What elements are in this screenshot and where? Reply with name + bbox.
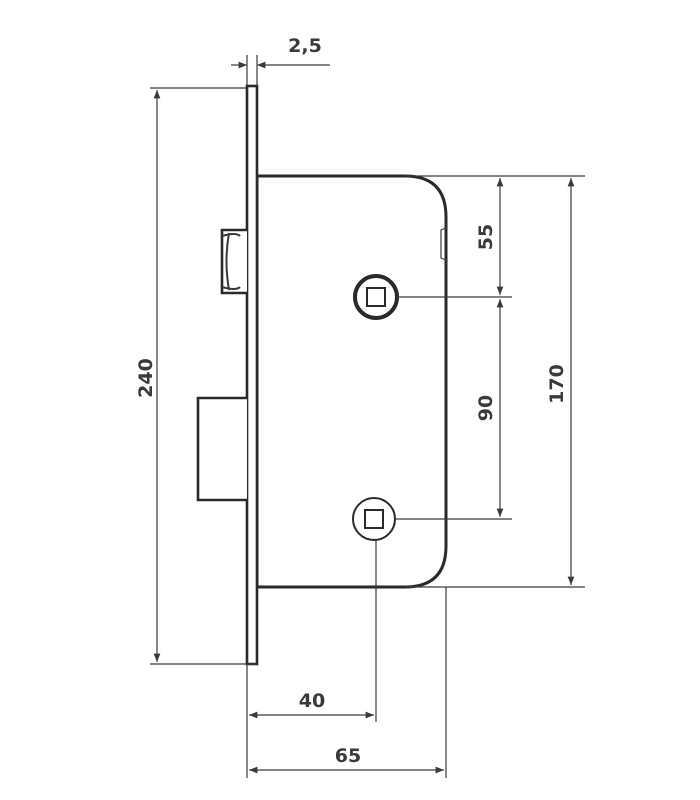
dimension-case-height: 170	[546, 178, 575, 585]
dimension-faceplate-thickness: 2,5	[231, 35, 330, 69]
cylinder-hole-bottom	[352, 497, 396, 541]
faceplate	[245, 84, 259, 666]
dimension-spindle-spacing: 90	[475, 299, 504, 517]
latch-bolt	[220, 228, 247, 295]
extension-lines	[150, 55, 585, 778]
dimension-backset: 40	[248, 690, 374, 719]
dimension-top-to-spindle: 55	[475, 178, 504, 295]
label-case-height: 170	[546, 364, 568, 404]
label-spindle-spacing: 90	[475, 395, 497, 421]
dimension-total-height: 240	[135, 90, 161, 662]
label-total-height: 240	[135, 358, 157, 398]
spindle-hole-top	[353, 274, 399, 320]
label-case-depth: 65	[335, 745, 361, 767]
label-backset: 40	[299, 690, 325, 712]
dead-bolt	[196, 396, 247, 502]
dimension-case-depth: 65	[248, 745, 444, 774]
label-top-to-spindle: 55	[475, 224, 497, 250]
label-faceplate-thickness: 2,5	[288, 35, 322, 57]
lock-case	[255, 174, 448, 589]
case-notch	[440, 227, 447, 261]
